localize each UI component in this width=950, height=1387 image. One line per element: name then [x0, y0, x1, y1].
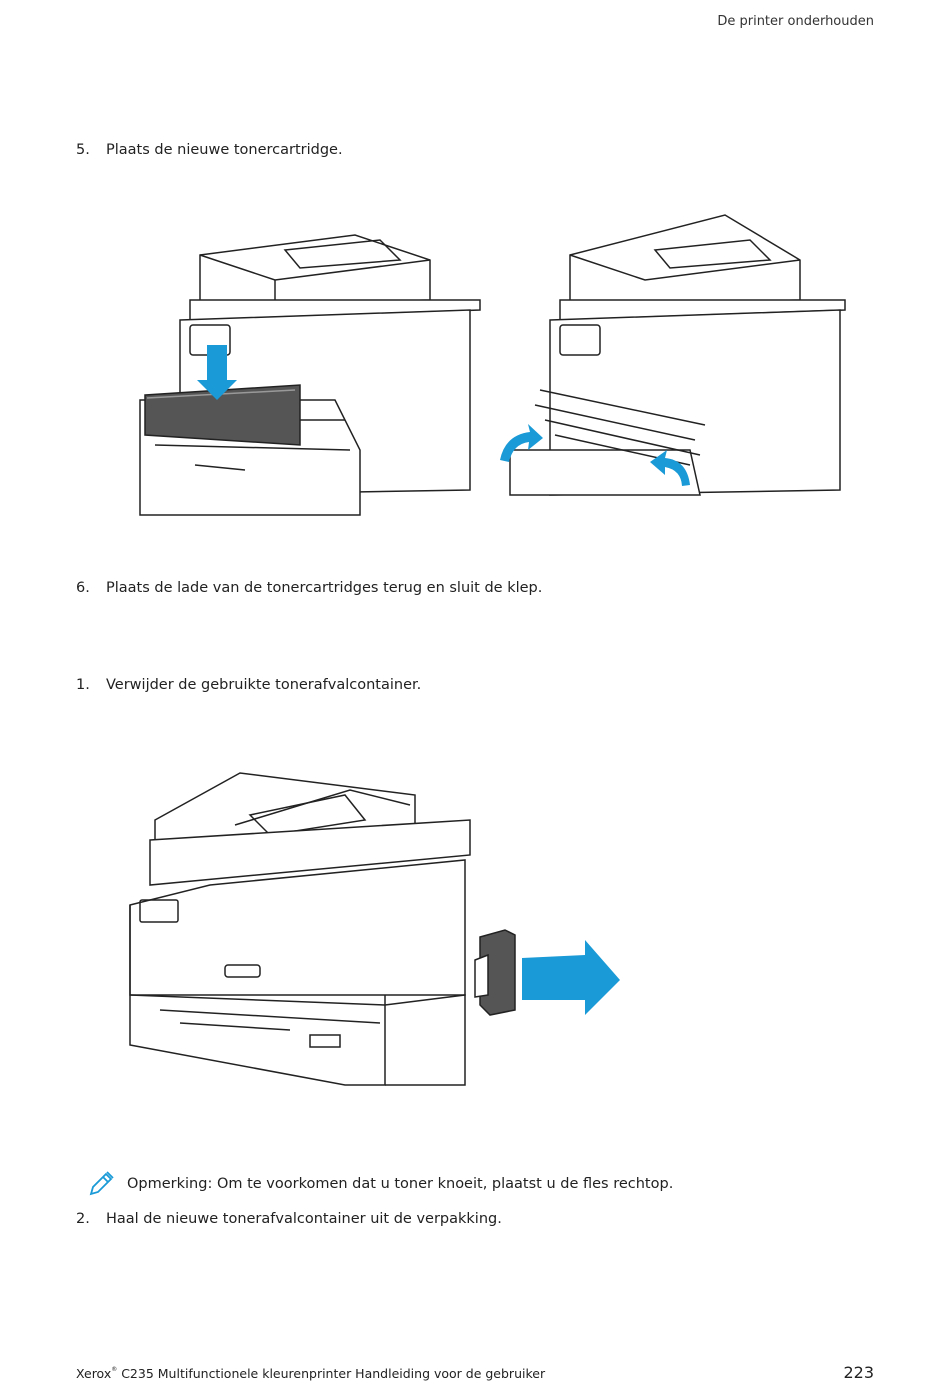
step-number: 6.	[76, 580, 90, 596]
curved-arrow-icon	[500, 424, 543, 462]
registered-mark: ®	[111, 1366, 118, 1373]
step-number: 1.	[76, 677, 90, 693]
arrow-right-icon	[522, 940, 620, 1015]
step-text: Plaats de nieuwe tonercartridge.	[106, 142, 343, 158]
illustration-remove-waste-container	[129, 772, 620, 1086]
step-text: Plaats de lade van de tonercartridges te…	[106, 580, 543, 596]
running-header: De printer onderhouden	[717, 14, 874, 29]
page-number: 223	[843, 1363, 874, 1382]
arrow-down-icon	[197, 345, 237, 400]
footer-brand: Xerox	[76, 1366, 112, 1381]
footer-title: Xerox® C235 Multifunctionele kleurenprin…	[76, 1366, 545, 1381]
step-number: 5.	[76, 142, 90, 158]
step-number: 2.	[76, 1211, 90, 1227]
illustration-insert-cartridge	[139, 234, 481, 516]
step-text: Verwijder de gebruikte tonerafvalcontain…	[106, 677, 422, 693]
illustration-lock-cartridges	[500, 214, 846, 496]
note-text: Opmerking: Om te voorkomen dat u toner k…	[127, 1176, 674, 1192]
pencil-icon	[89, 1171, 114, 1196]
step-text: Haal de nieuwe tonerafvalcontainer uit d…	[106, 1211, 502, 1227]
curved-arrow-icon	[650, 450, 690, 486]
footer-product: C235 Multifunctionele kleurenprinter Han…	[121, 1366, 546, 1381]
